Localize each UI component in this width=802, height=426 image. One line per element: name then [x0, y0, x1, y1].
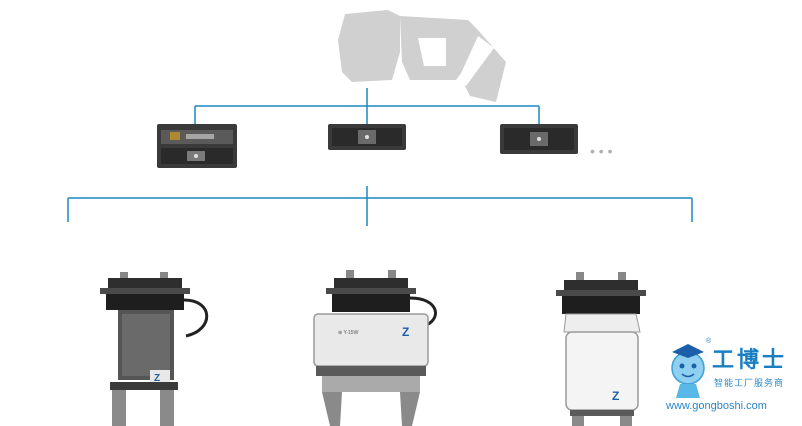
svg-text:⊕ Y-15W: ⊕ Y-15W [338, 330, 359, 336]
bottom-connector-lines [67, 186, 693, 226]
svg-text:Z: Z [154, 373, 160, 384]
registered-mark: ® [706, 338, 712, 345]
watermark-title: 工博士 [712, 347, 788, 373]
svg-text:Z: Z [612, 389, 619, 403]
watermark-subtitle: 智能工厂服务商 [714, 378, 785, 388]
adapter-basic [328, 124, 406, 150]
adapter-basic-2 [500, 124, 578, 154]
top-connector-lines [194, 88, 540, 124]
wide-angular-gripper: ⊕ Y-15W Z [313, 270, 437, 426]
watermark: ® 工博士 智能工厂服务商 www.gongboshi.com [660, 338, 800, 418]
adapter-with-display [157, 124, 237, 168]
white-gripper: Z [556, 272, 646, 426]
parallel-gripper-with-cable: Z [100, 272, 209, 426]
svg-text:Z: Z [402, 325, 409, 339]
mascot-icon [671, 344, 705, 398]
watermark-url: www.gongboshi.com [666, 400, 767, 412]
robot-arm-icon [338, 10, 506, 102]
more-indicator: • • • [590, 143, 613, 159]
